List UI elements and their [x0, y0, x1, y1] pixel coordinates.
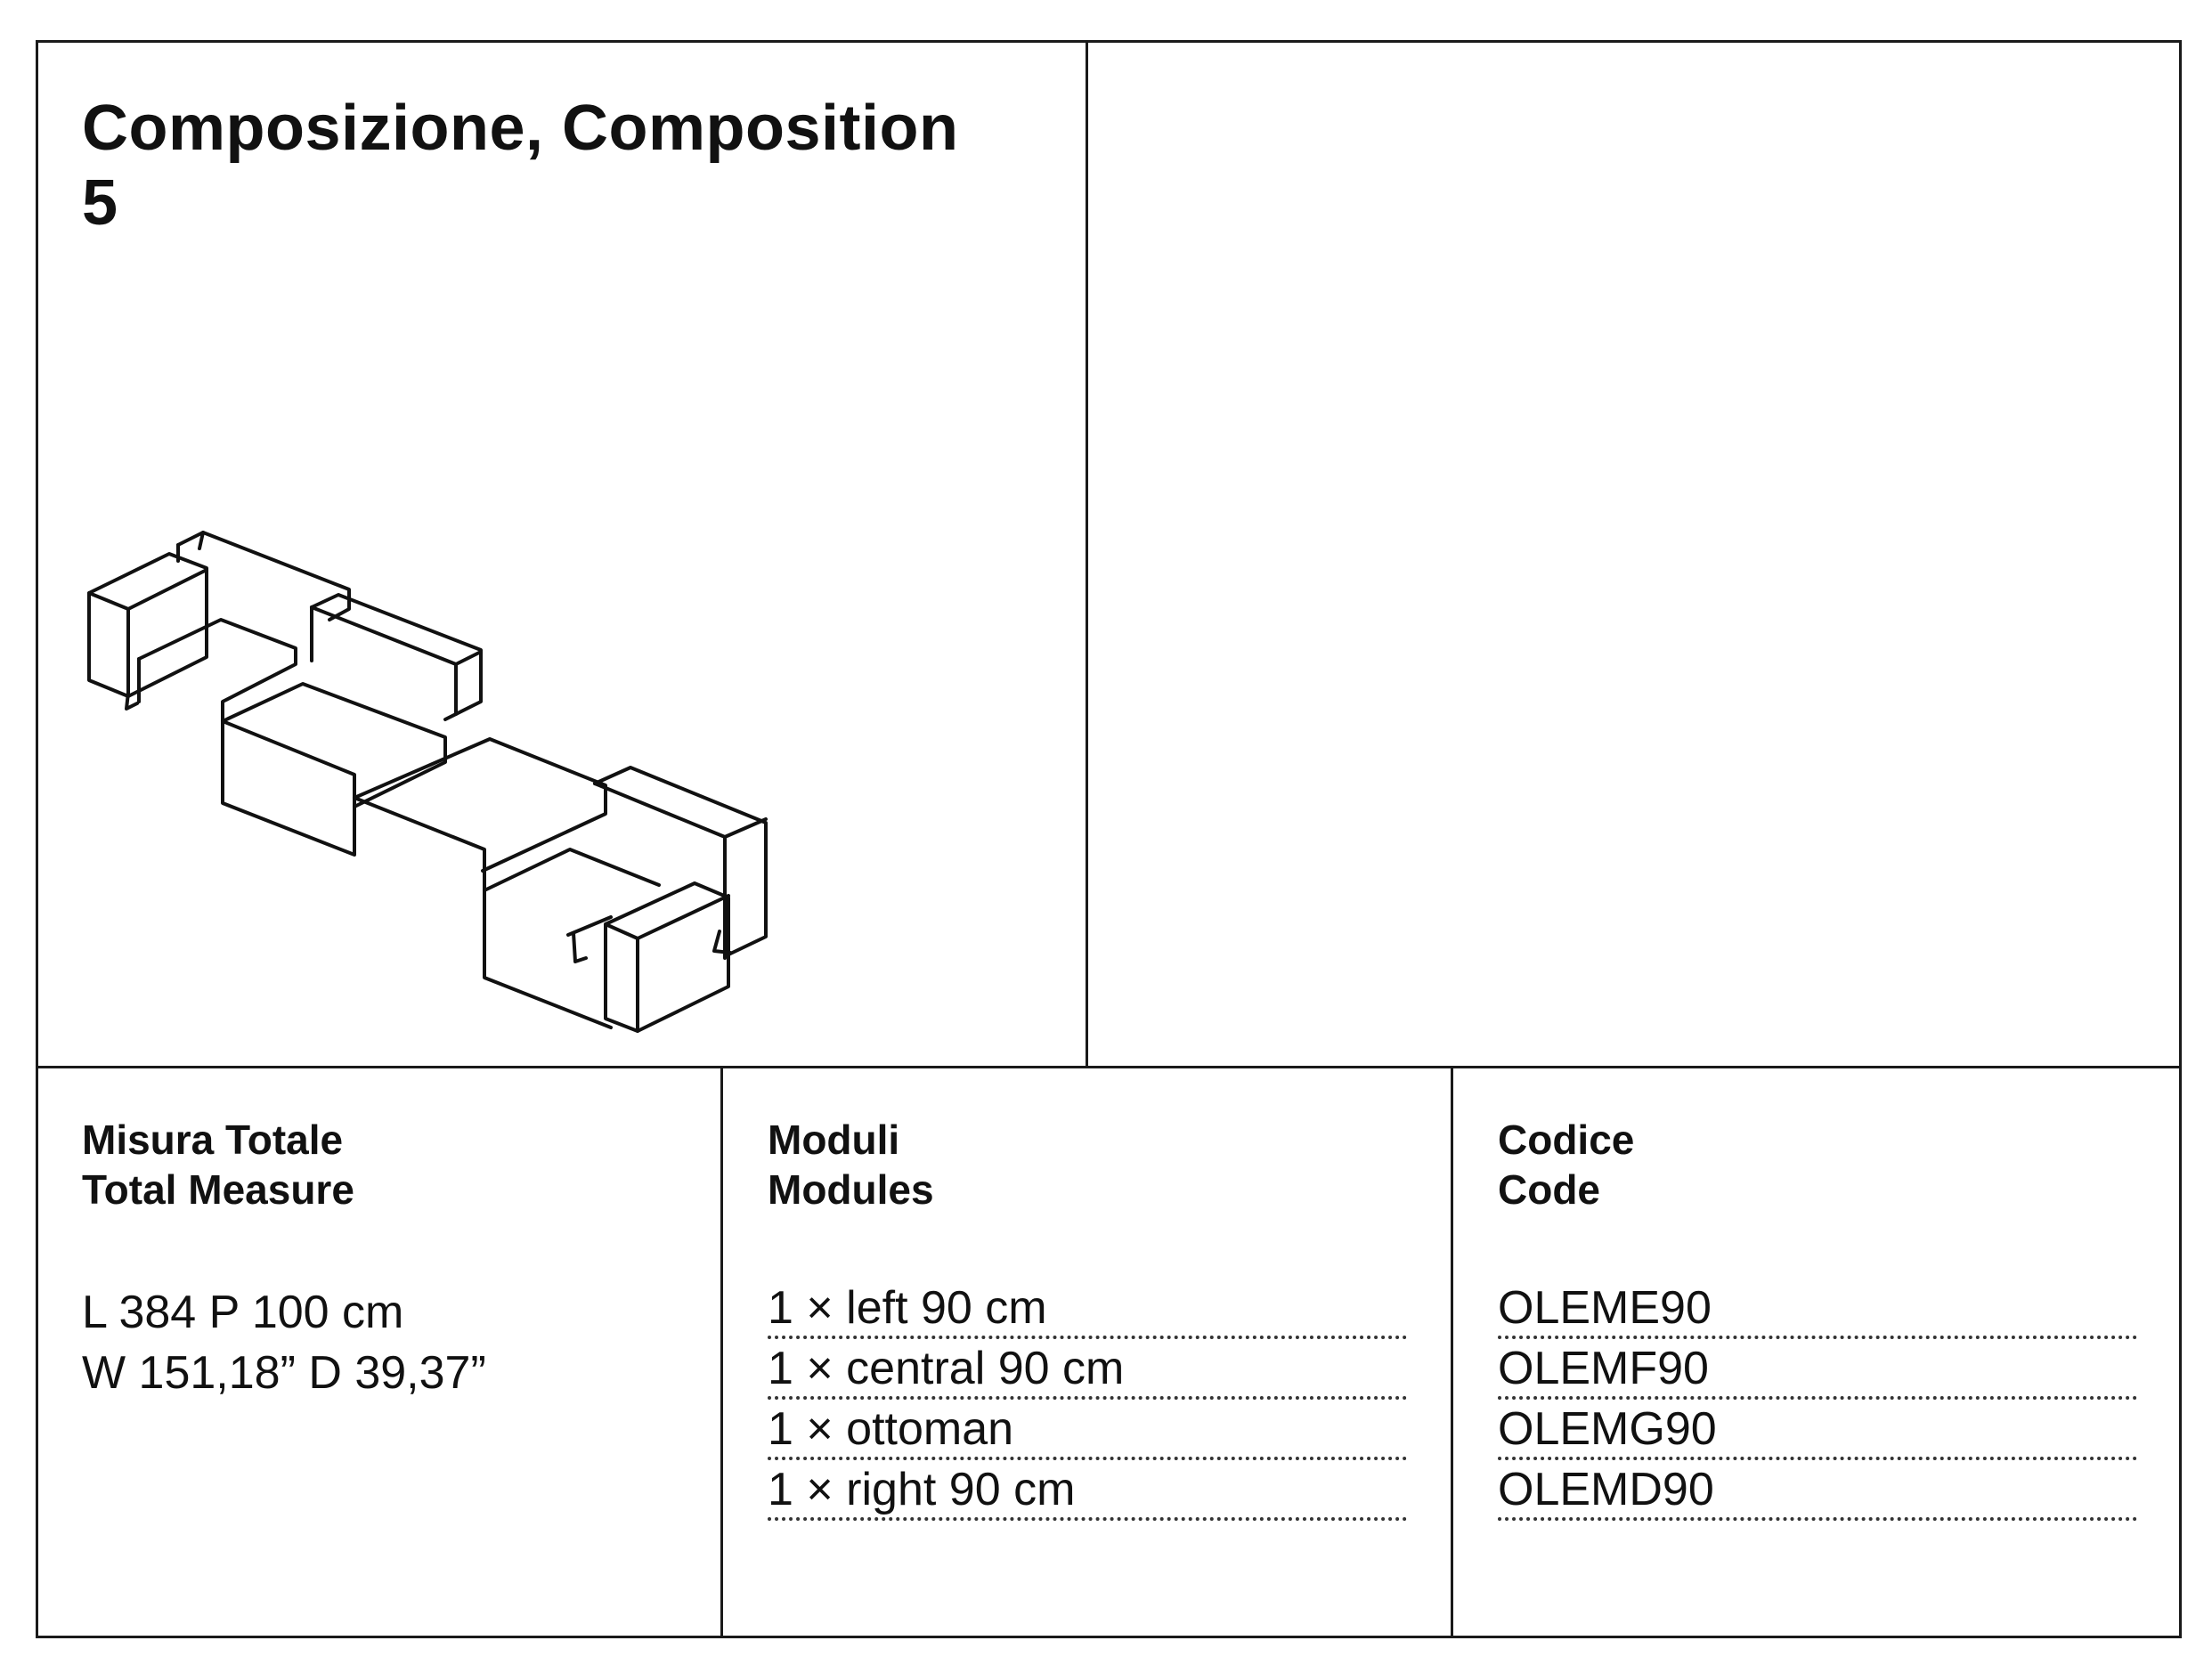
divider-top-vertical [1086, 40, 1088, 1068]
modular-sofa-isometric-drawing [87, 531, 768, 1033]
module-row: 1 × central 90 cm [768, 1339, 1407, 1400]
divider-horizontal [36, 1066, 2182, 1068]
total-measure-values: L 384 P 100 cm W 151,18” D 39,37” [82, 1282, 486, 1403]
code-row: OLEMD90 [1498, 1460, 2137, 1521]
module-row: 1 × right 90 cm [768, 1460, 1407, 1521]
code-row: OLEME90 [1498, 1279, 2137, 1339]
code-list: OLEME90 OLEMF90 OLEMG90 OLEMD90 [1498, 1279, 2137, 1521]
module-row: 1 × left 90 cm [768, 1279, 1407, 1339]
code-heading-it: Codice [1498, 1117, 1635, 1163]
total-measure-heading-en: Total Measure [82, 1166, 354, 1213]
total-measure-heading: Misura Totale Total Measure [82, 1115, 354, 1214]
title-line-2: 5 [82, 167, 118, 239]
page-title: Composizione, Composition 5 [82, 91, 958, 240]
modules-heading: Moduli Modules [768, 1115, 934, 1214]
spec-sheet-frame [36, 40, 2182, 1638]
measure-imperial: W 151,18” D 39,37” [82, 1347, 486, 1399]
module-row: 1 × ottoman [768, 1400, 1407, 1460]
divider-bottom-right [1451, 1066, 1453, 1638]
divider-bottom-left [720, 1066, 723, 1638]
title-line-1: Composizione, Composition [82, 93, 959, 164]
code-row: OLEMG90 [1498, 1400, 2137, 1460]
total-measure-heading-it: Misura Totale [82, 1117, 344, 1163]
code-heading-en: Code [1498, 1166, 1600, 1213]
code-row: OLEMF90 [1498, 1339, 2137, 1400]
measure-metric: L 384 P 100 cm [82, 1287, 404, 1338]
modules-list: 1 × left 90 cm 1 × central 90 cm 1 × ott… [768, 1279, 1407, 1521]
modules-heading-it: Moduli [768, 1117, 900, 1163]
code-heading: Codice Code [1498, 1115, 1634, 1214]
modules-heading-en: Modules [768, 1166, 934, 1213]
